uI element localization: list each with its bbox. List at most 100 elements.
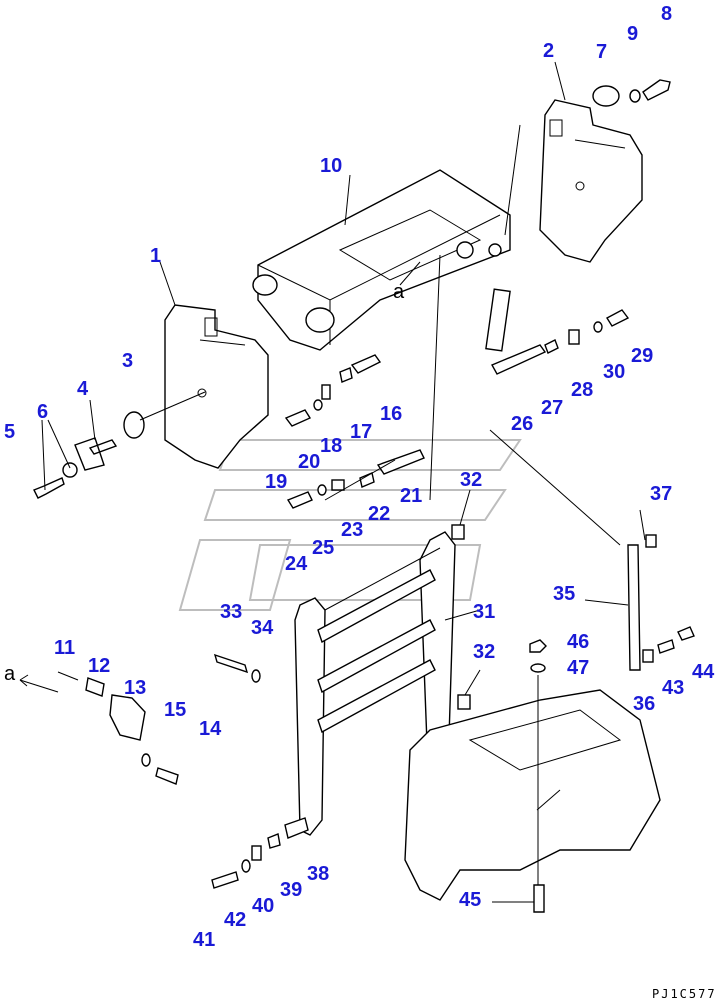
callout-18: 18: [320, 435, 342, 457]
fitting-part-22: [359, 472, 375, 488]
washer-part-47: [530, 663, 546, 673]
frame-part-10: [252, 169, 511, 351]
plate-part-18: [321, 384, 331, 400]
panel-part-1: [164, 304, 269, 469]
callout-6: 6: [37, 401, 48, 423]
callout-23: 23: [341, 519, 363, 541]
callout-16: 16: [380, 403, 402, 425]
link-part-35: [627, 544, 641, 671]
bolt-part-24: [286, 491, 313, 509]
callout-7: 7: [596, 41, 607, 63]
bushing-part-32: [457, 694, 471, 710]
washer-part-34: [251, 669, 261, 683]
callout-27: 27: [541, 397, 563, 419]
callout-33: 33: [220, 601, 242, 623]
washer-part-30: [593, 321, 603, 333]
callout-22: 22: [368, 503, 390, 525]
callout-39: 39: [280, 879, 302, 901]
pin-part-21: [376, 449, 425, 475]
cap-part-7: [592, 85, 620, 107]
callout-11: 11: [54, 637, 75, 659]
callout-42: 42: [224, 909, 246, 931]
callout-40: 40: [252, 895, 274, 917]
callout-17: 17: [350, 421, 372, 443]
callout-45: 45: [459, 889, 481, 911]
pin-part-38: [284, 817, 309, 839]
callout-44: 44: [692, 661, 715, 683]
pin-part-16: [350, 354, 382, 374]
drawing-code: PJ1C577: [652, 987, 717, 1001]
callout-47: 47: [567, 657, 589, 679]
callout-2: 2: [543, 40, 554, 62]
plate-part-23: [331, 479, 345, 491]
callout-25: 25: [312, 537, 334, 559]
callout-34: 34: [251, 617, 274, 639]
base-frame: [404, 689, 661, 901]
washer-part-15: [141, 753, 151, 767]
direction-marker-upper: a: [393, 261, 421, 303]
callout-10: 10: [320, 155, 342, 177]
bolt-part-41: [211, 871, 239, 889]
svg-text:a: a: [4, 663, 16, 685]
callout-13: 13: [124, 677, 146, 699]
callout-38: 38: [307, 863, 329, 885]
callout-32: 32: [460, 469, 482, 491]
callout-1: 1: [150, 245, 161, 267]
callout-26: 26: [511, 413, 533, 435]
callout-5: 5: [4, 421, 15, 443]
gas-spring-part-26: [485, 288, 547, 375]
bracket-part-13: [109, 694, 146, 741]
callout-4: 4: [77, 378, 89, 400]
bolt-part-29: [606, 309, 630, 327]
nut-part-6: [62, 462, 78, 478]
bushing-part-36: [642, 649, 654, 663]
callout-46: 46: [567, 631, 589, 653]
callout-24: 24: [285, 553, 308, 575]
bolt-part-8: [642, 79, 671, 101]
bolt-part-19: [284, 409, 312, 427]
callout-21: 21: [400, 485, 422, 507]
pin-part-43: [657, 639, 675, 654]
callout-14: 14: [199, 718, 222, 740]
callout-41: 41: [193, 929, 215, 951]
callout-12: 12: [88, 655, 110, 677]
washer-part-9: [629, 89, 641, 103]
bolt-part-5: [33, 477, 65, 499]
panel-part-2: [539, 99, 643, 263]
washer-part-42: [241, 859, 251, 873]
fitting-part-17: [339, 367, 353, 383]
svg-text:a: a: [393, 281, 405, 303]
ladder-part-31: [294, 531, 456, 836]
direction-marker-lower: a: [4, 663, 59, 693]
bushing-part-37: [645, 534, 657, 548]
callout-19: 19: [265, 471, 287, 493]
bolt-part-33: [213, 653, 249, 674]
fitting-part-39: [267, 833, 281, 849]
plate-part-28: [568, 329, 580, 345]
plate-part-4: [74, 437, 118, 471]
callout-20: 20: [298, 451, 320, 473]
bolt-part-14: [155, 767, 179, 785]
callout-3: 3: [122, 350, 133, 372]
washer-part-20: [313, 399, 323, 411]
washer-part-3: [123, 411, 145, 439]
callout-8: 8: [661, 3, 672, 25]
callout-35: 35: [553, 583, 575, 605]
callout-30: 30: [603, 361, 625, 383]
callout-36: 36: [633, 693, 655, 715]
plate-part-40: [251, 845, 262, 861]
pin-part-12: [85, 677, 105, 697]
fitting-part-44: [677, 626, 695, 641]
callout-labels: 1 2 3 4 5 6 7 8 9 10 11 12 13 14 15 16 1…: [4, 3, 715, 951]
callout-32b: 32: [473, 641, 495, 663]
callout-29: 29: [631, 345, 653, 367]
callout-9: 9: [627, 23, 638, 45]
callout-28: 28: [571, 379, 593, 401]
washer-part-25: [317, 484, 327, 496]
callout-43: 43: [662, 677, 684, 699]
leader-lines: [41, 61, 646, 903]
callout-37: 37: [650, 483, 672, 505]
bolt-part-45: [533, 884, 545, 913]
nut-part-46: [529, 639, 547, 653]
